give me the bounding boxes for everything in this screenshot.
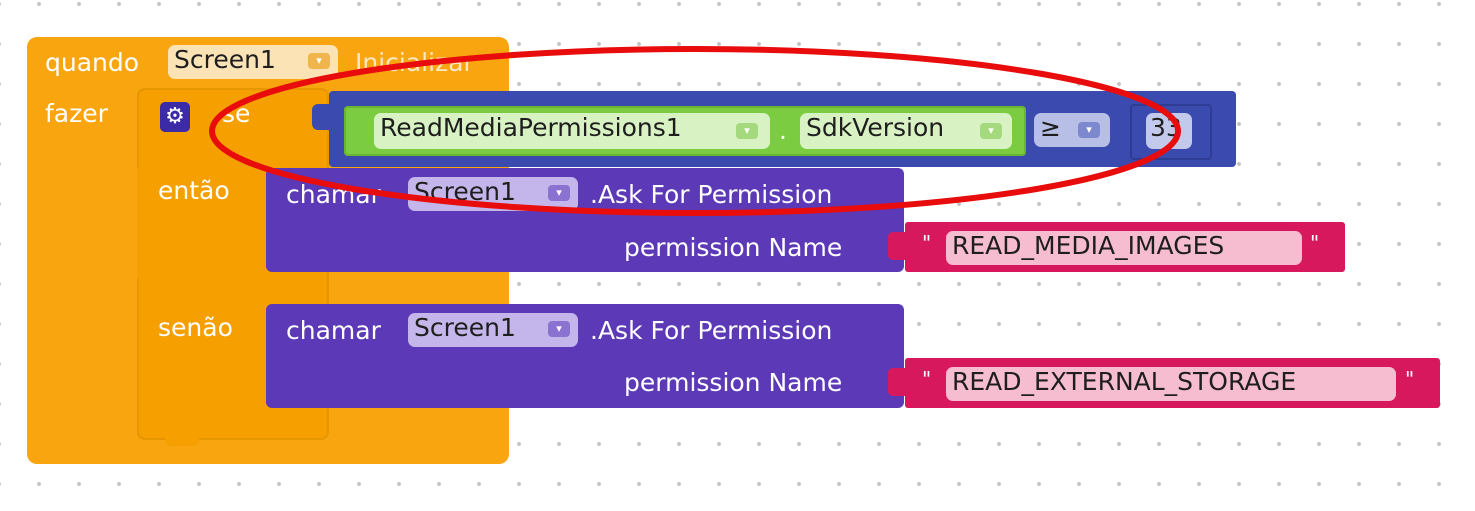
text-value-field-else[interactable]: READ_EXTERNAL_STORAGE [946, 367, 1396, 401]
getter-property-label: SdkVersion [806, 113, 945, 142]
chevron-down-icon: ▾ [980, 123, 1002, 139]
call-component-dropdown-else[interactable]: Screen1 ▾ [408, 313, 578, 347]
chevron-down-icon: ▾ [736, 123, 758, 139]
getter-dot: . [779, 116, 787, 145]
compare-block-plug [312, 104, 334, 130]
quote-open-else: " [922, 367, 932, 391]
getter-component-dropdown[interactable]: ReadMediaPermissions1 ▾ [374, 113, 770, 149]
call-method-then: .Ask For Permission [590, 180, 833, 209]
compare-operator-dropdown[interactable]: ≥ ▾ [1034, 113, 1110, 147]
text-value-field-then[interactable]: READ_MEDIA_IMAGES [946, 231, 1302, 265]
call-ask-permission-then[interactable] [266, 168, 904, 272]
event-component-dropdown[interactable]: Screen1 ▾ [168, 45, 338, 79]
chevron-down-icon: ▾ [548, 185, 570, 201]
then-keyword: então [158, 176, 230, 205]
call-ask-permission-else[interactable] [266, 304, 904, 408]
event-keyword-do: fazer [45, 99, 108, 128]
gear-icon: ⚙ [165, 104, 185, 129]
event-component-label: Screen1 [174, 45, 276, 74]
event-keyword-when: quando [45, 48, 140, 77]
quote-open-then: " [922, 231, 932, 255]
highlight-ellipse [209, 46, 1181, 216]
chevron-down-icon: ▾ [548, 321, 570, 337]
quote-close-then: " [1310, 231, 1320, 255]
param-label-else: permission Name [624, 368, 843, 397]
call-component-label-else: Screen1 [414, 313, 516, 342]
call-keyword-else: chamar [286, 316, 381, 345]
getter-component-label: ReadMediaPermissions1 [380, 113, 682, 142]
text-value-label-then: READ_MEDIA_IMAGES [952, 231, 1225, 260]
else-keyword: senão [158, 313, 233, 342]
if-block-bottom-tab [165, 436, 199, 446]
if-block-then-slot-bar [137, 168, 267, 278]
text-value-label-else: READ_EXTERNAL_STORAGE [952, 367, 1297, 396]
param-label-then: permission Name [624, 233, 843, 262]
chevron-down-icon: ▾ [1078, 122, 1100, 138]
if-gear-button[interactable]: ⚙ [160, 102, 190, 132]
call-method-else: .Ask For Permission [590, 316, 833, 345]
chevron-down-icon: ▾ [308, 53, 330, 69]
text-string-plug-else [888, 368, 908, 396]
compare-operator-label: ≥ [1040, 113, 1061, 142]
quote-close-else: " [1405, 367, 1415, 391]
text-string-plug-then [888, 232, 908, 260]
getter-property-dropdown[interactable]: SdkVersion ▾ [800, 113, 1012, 149]
